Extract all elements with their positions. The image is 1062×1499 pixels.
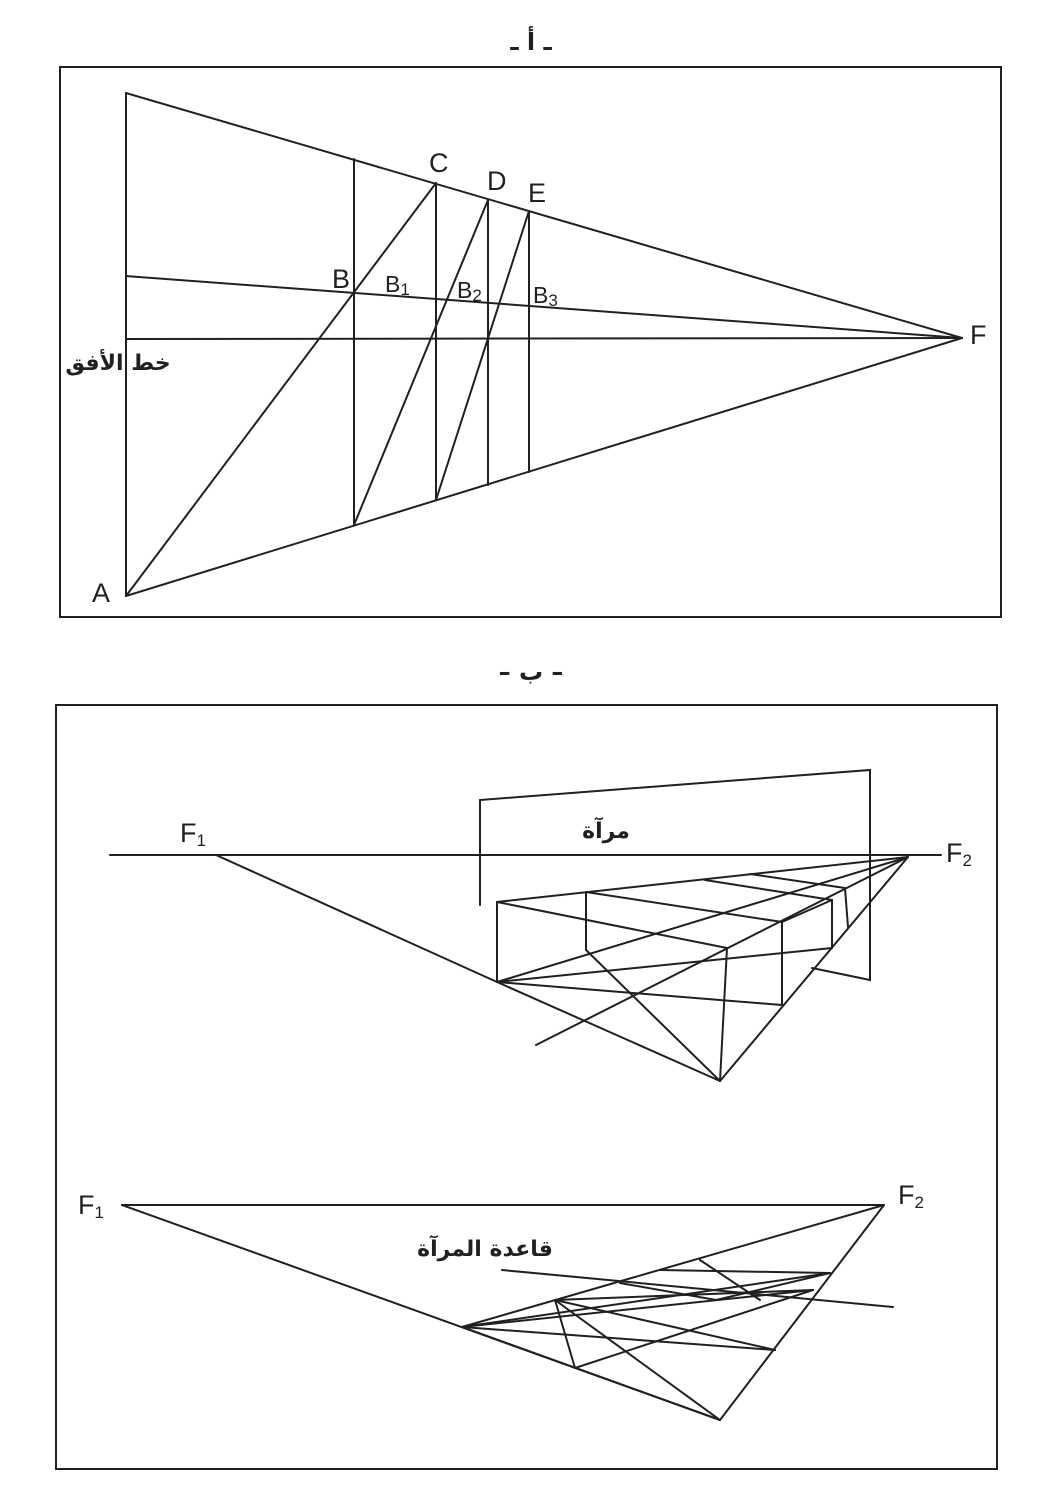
ray-apex-vertical: [719, 947, 728, 1082]
box-top-to-center: [496, 901, 728, 949]
bottom-edge-A-to-F: [125, 337, 963, 597]
reflection-edge-2: [585, 949, 721, 1082]
top-F2-label: F2: [946, 838, 972, 870]
ray-to-F2-long: [535, 856, 909, 1046]
top-edge-to-F: [125, 92, 963, 339]
figure-a-labels: A B C D E F B1 B2 B3 خط الأفق: [65, 148, 986, 608]
ray-F2-to-apex: [719, 1204, 885, 1421]
diagonal-3: [435, 210, 530, 501]
grid-line-6: [554, 1299, 776, 1351]
diagonal-2: [353, 199, 489, 526]
grid-line-11: [659, 1269, 831, 1274]
grid-line-7: [554, 1299, 576, 1369]
ray-apex-to-F2: [719, 856, 909, 1082]
figure-b-caption: – ب –: [499, 658, 564, 686]
grid-line-3: [461, 1326, 776, 1351]
box-bottom-to-far-right: [496, 947, 833, 983]
mirror-plane: [479, 768, 871, 982]
ray-apex-to-box: [496, 981, 721, 1082]
label-B: B: [332, 264, 350, 294]
grid-line-10: [619, 1282, 717, 1301]
grid-line-1: [461, 1272, 831, 1328]
reflection-edge-1: [585, 891, 783, 923]
reflection-edge-8: [844, 887, 849, 928]
reflection-edge-6: [704, 879, 833, 901]
label-B2: B2: [457, 277, 482, 305]
B-line-to-F: [125, 275, 963, 339]
grid-line-13: [715, 1272, 831, 1301]
figure-b-frame: [55, 704, 998, 1470]
grid-line-12: [699, 1259, 761, 1301]
bottom-F1-label: F1: [78, 1190, 104, 1222]
ray-F2-to-base: [461, 1204, 885, 1328]
grid-line-4: [461, 1326, 721, 1421]
horizon-line: [125, 337, 963, 340]
grid-line-2: [461, 1289, 814, 1328]
box-top-to-F2: [496, 856, 909, 903]
label-F: F: [970, 320, 987, 350]
figure-a-lines: [125, 92, 963, 597]
ray-F1-to-box: [215, 854, 498, 983]
label-A: A: [92, 578, 110, 608]
top-F1-label: F1: [180, 818, 206, 850]
figure-a-caption: ـ أ ـ: [509, 26, 552, 56]
reflection-edge-4: [781, 899, 833, 923]
label-C: C: [429, 148, 449, 178]
label-D: D: [487, 166, 507, 196]
label-B3: B3: [533, 282, 558, 310]
mirror-base-line: [501, 1269, 894, 1308]
figure-b-bottom-drawing: F1 F2 قاعدة المرآة: [78, 1180, 924, 1421]
figure-b-top-drawing: F1 F2 مرآة: [109, 768, 972, 1082]
diagonal-A-C: [125, 182, 437, 597]
grid-line-5: [554, 1299, 721, 1421]
bottom-F2-label: F2: [898, 1180, 924, 1212]
label-B1: B1: [385, 271, 410, 299]
box-bottom-to-F2: [496, 856, 909, 983]
mirror-base-label: قاعدة المرآة: [417, 1234, 553, 1262]
grid-line-8: [574, 1289, 814, 1369]
horizon-label: خط الأفق: [65, 348, 170, 376]
reflection-edge-7: [749, 873, 846, 889]
figure-a-frame: [59, 66, 1002, 618]
mirror-label: مرآة: [582, 816, 630, 844]
label-E: E: [528, 178, 546, 208]
